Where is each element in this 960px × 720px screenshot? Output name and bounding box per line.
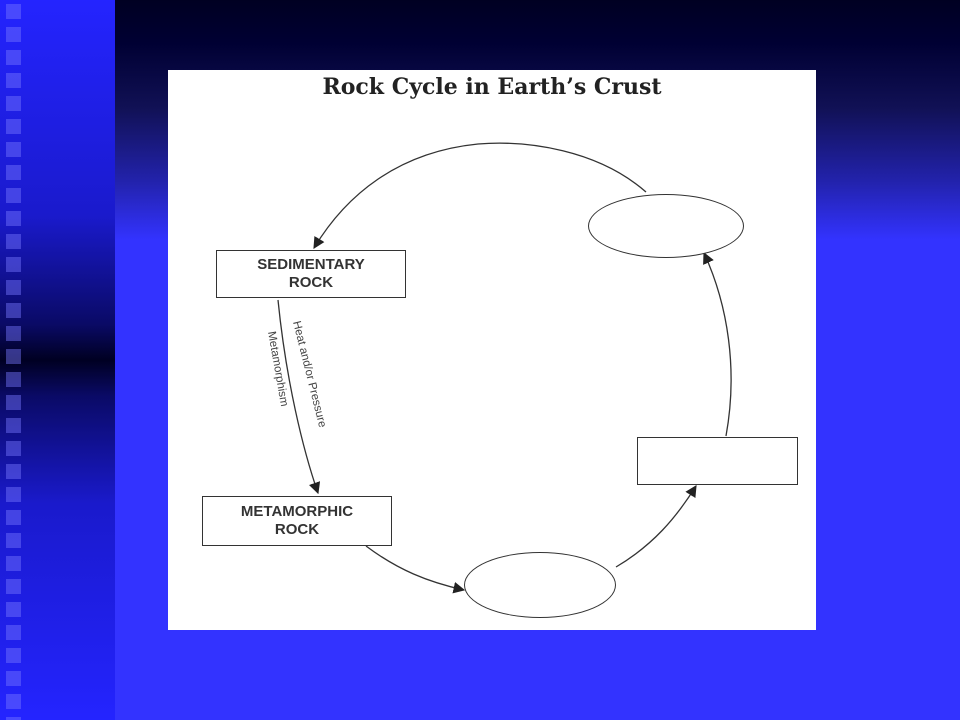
decorative-square bbox=[6, 73, 21, 88]
arrow-sedimentary-to-metamorphic bbox=[277, 299, 321, 495]
decorative-square bbox=[6, 96, 21, 111]
decorative-square bbox=[6, 533, 21, 548]
arrow-right-box-to-top-oval bbox=[703, 251, 732, 437]
top-right-oval-blank bbox=[588, 194, 744, 258]
decorative-square bbox=[6, 27, 21, 42]
decorative-square bbox=[6, 602, 21, 617]
arrow-metamorphic-to-bottom-oval bbox=[365, 545, 466, 594]
right-box-blank bbox=[637, 437, 798, 485]
decorative-square bbox=[6, 625, 21, 640]
cycle-arrows: Heat and/or Pressure Metamorphism bbox=[265, 142, 732, 594]
decorative-square bbox=[6, 372, 21, 387]
decorative-square bbox=[6, 349, 21, 364]
decorative-square bbox=[6, 717, 21, 720]
decorative-square bbox=[6, 441, 21, 456]
decorative-square bbox=[6, 510, 21, 525]
arrow-top-oval-to-sedimentary bbox=[313, 142, 647, 250]
metamorphic-rock-box: METAMORPHIC ROCK bbox=[202, 496, 392, 546]
decorative-square bbox=[6, 648, 21, 663]
decorative-square bbox=[6, 142, 21, 157]
decorative-square bbox=[6, 556, 21, 571]
bottom-oval-blank bbox=[464, 552, 616, 618]
decorative-square bbox=[6, 326, 21, 341]
decorative-square bbox=[6, 579, 21, 594]
left-square-pattern bbox=[6, 4, 21, 720]
decorative-square bbox=[6, 395, 21, 410]
arrow-bottom-oval-to-right-box bbox=[615, 485, 697, 568]
decorative-square bbox=[6, 50, 21, 65]
left-decorative-strip bbox=[0, 0, 115, 720]
decorative-square bbox=[6, 671, 21, 686]
decorative-square bbox=[6, 487, 21, 502]
sedimentary-rock-box: SEDIMENTARY ROCK bbox=[216, 250, 406, 298]
rock-cycle-diagram: Rock Cycle in Earth’s Crust Heat and/or … bbox=[168, 70, 816, 630]
diagram-title: Rock Cycle in Earth’s Crust bbox=[322, 74, 662, 100]
decorative-square bbox=[6, 464, 21, 479]
metamorphic-rock-label: METAMORPHIC ROCK bbox=[240, 503, 354, 538]
decorative-square bbox=[6, 694, 21, 709]
decorative-square bbox=[6, 165, 21, 180]
decorative-square bbox=[6, 303, 21, 318]
decorative-square bbox=[6, 188, 21, 203]
decorative-square bbox=[6, 418, 21, 433]
decorative-square bbox=[6, 119, 21, 134]
decorative-square bbox=[6, 211, 21, 226]
sedimentary-rock-label: SEDIMENTARY ROCK bbox=[257, 256, 365, 291]
decorative-square bbox=[6, 280, 21, 295]
decorative-square bbox=[6, 4, 21, 19]
process-label-metamorphism: Metamorphism bbox=[265, 330, 290, 407]
decorative-square bbox=[6, 234, 21, 249]
decorative-square bbox=[6, 257, 21, 272]
